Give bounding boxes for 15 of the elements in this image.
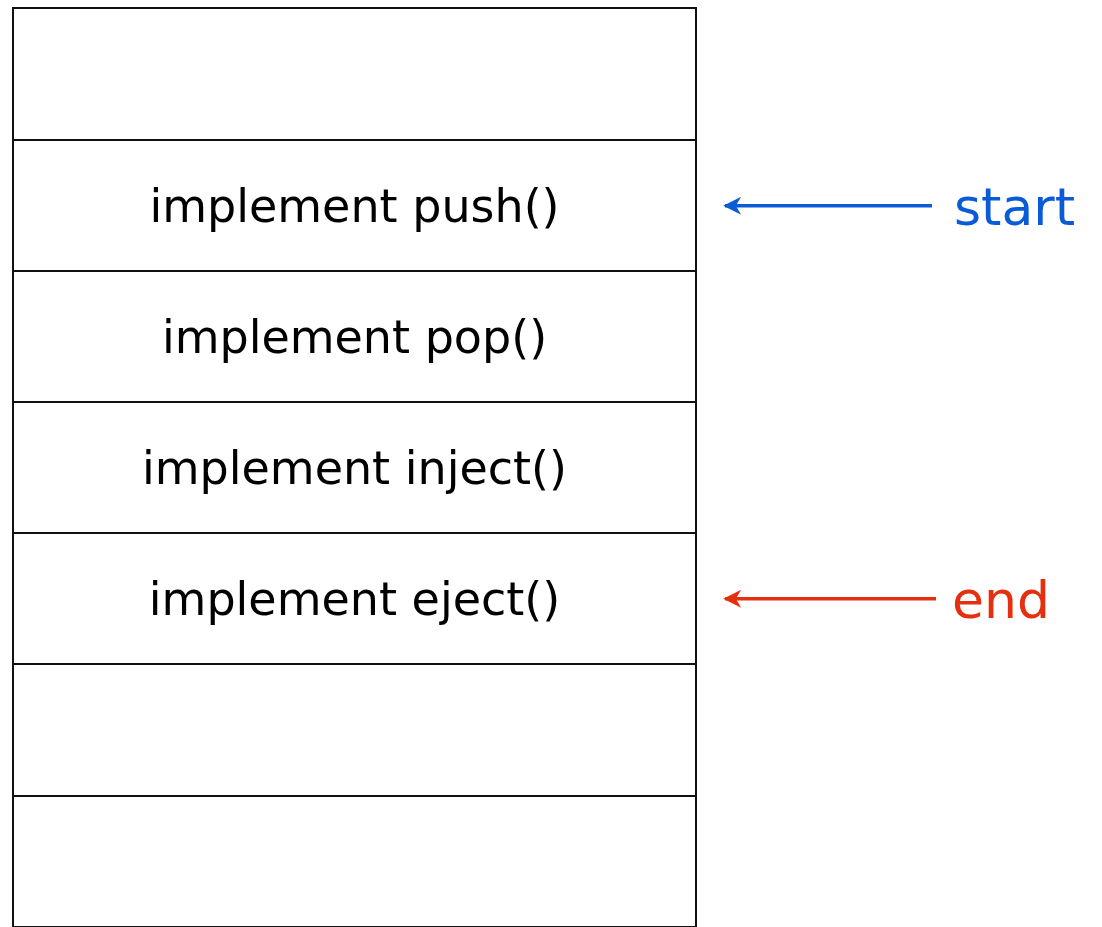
- table-row: [12, 270, 697, 404]
- table-row: [12, 139, 697, 273]
- row-label: implement push(): [149, 178, 560, 233]
- pointer-label: end: [952, 570, 1050, 630]
- row-label: implement pop(): [161, 309, 548, 364]
- row-label: implement eject(): [148, 571, 561, 626]
- table-row: [12, 532, 697, 666]
- row-label: implement inject(): [142, 440, 567, 495]
- table-row: [12, 401, 697, 535]
- empty-row: [12, 795, 697, 927]
- empty-row: [12, 663, 697, 798]
- empty-row: [12, 7, 697, 142]
- pointer-label: start: [953, 177, 1076, 237]
- arrow: [723, 196, 932, 215]
- arrow: [723, 589, 936, 608]
